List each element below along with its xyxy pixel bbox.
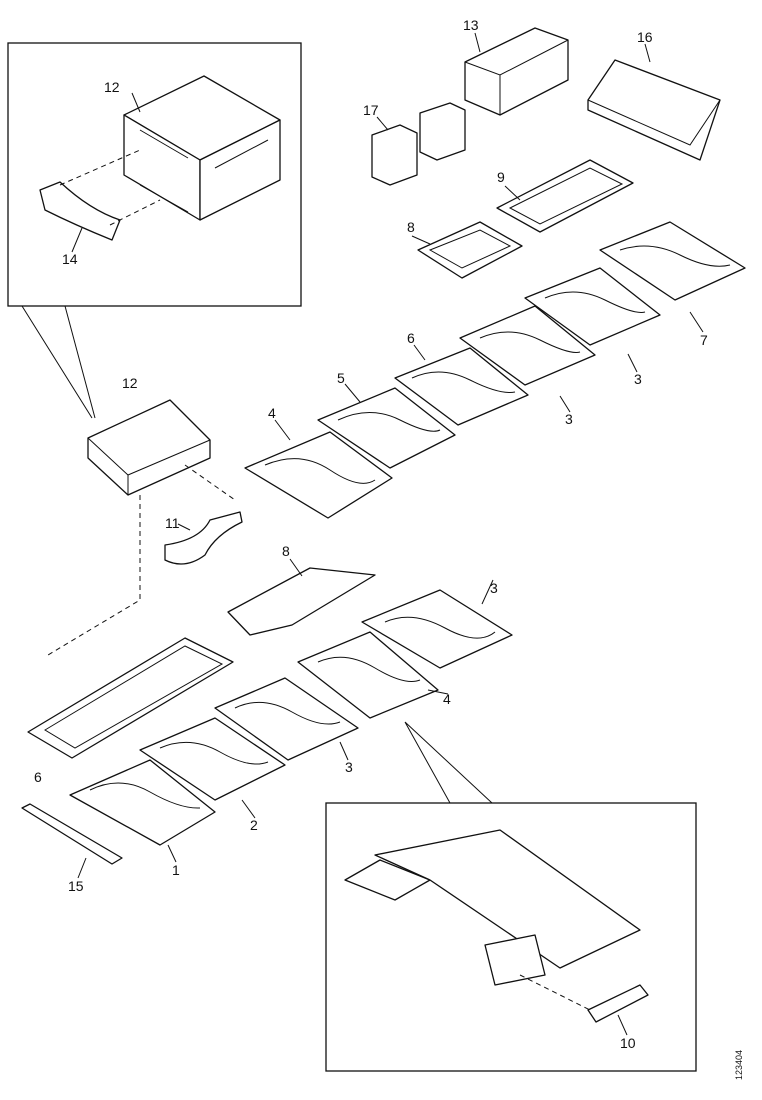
part-13 [464,27,569,116]
part-8-lower [227,567,376,636]
tile-3-lower [214,677,359,761]
callout-8: 8 [282,543,290,559]
callout-10: 10 [620,1035,636,1051]
detail-panel-edge [374,829,641,969]
tile-4-mid [244,431,393,519]
tile-5 [317,387,456,469]
detail-channel-front [199,119,281,221]
callout-17: 17 [363,102,379,118]
leader-lines [71,32,704,1036]
callout-2: 2 [250,817,258,833]
tile-9-lower [361,589,513,669]
detail-clip [39,181,121,241]
parts-upper [371,27,721,279]
callout-3: 3 [345,759,353,775]
callout-7: 7 [700,332,708,348]
tile-6 [394,347,529,426]
part-17b [419,102,466,161]
part-9-upper [496,159,634,233]
callout-1: 1 [172,862,180,878]
detail-bracket-right [484,934,546,986]
part-11 [164,511,243,565]
part-6-lower [27,637,234,759]
callout-14: 14 [62,251,78,267]
callout-8: 8 [407,219,415,235]
parts-channel [47,399,243,656]
tile-4-lower [297,631,439,719]
figure-id: 123404 [734,1050,744,1080]
callouts: 1 2 3 3 3 3 4 4 5 6 6 7 8 8 9 10 11 12 1… [34,17,708,1051]
tile-3a [459,305,596,386]
callout-4: 4 [443,691,451,707]
callout-5: 5 [337,370,345,386]
tile-row-lower [21,567,513,865]
part-8-upper [417,221,523,279]
tile-1 [69,759,216,846]
part-16 [587,59,721,161]
callout-16: 16 [637,29,653,45]
callout-12: 12 [104,79,120,95]
detail-rail [587,984,649,1023]
callout-3: 3 [490,580,498,596]
part-17a [371,124,418,186]
callout-4: 4 [268,405,276,421]
callout-3: 3 [565,411,573,427]
detail-inset-top [7,42,302,419]
tile-2 [139,717,286,801]
callout-6: 6 [407,330,415,346]
callout-9: 9 [497,169,505,185]
callout-13: 13 [463,17,479,33]
tile-7 [599,221,746,301]
callout-6: 6 [34,769,42,785]
tile-3b [524,267,661,346]
callout-12: 12 [122,375,138,391]
detail-inset-bottom [325,721,697,1072]
callout-15: 15 [68,878,84,894]
part-12 [87,399,211,496]
callout-3: 3 [634,371,642,387]
callout-11: 11 [165,515,180,531]
part-15 [21,803,123,865]
tile-row-middle [244,221,746,519]
